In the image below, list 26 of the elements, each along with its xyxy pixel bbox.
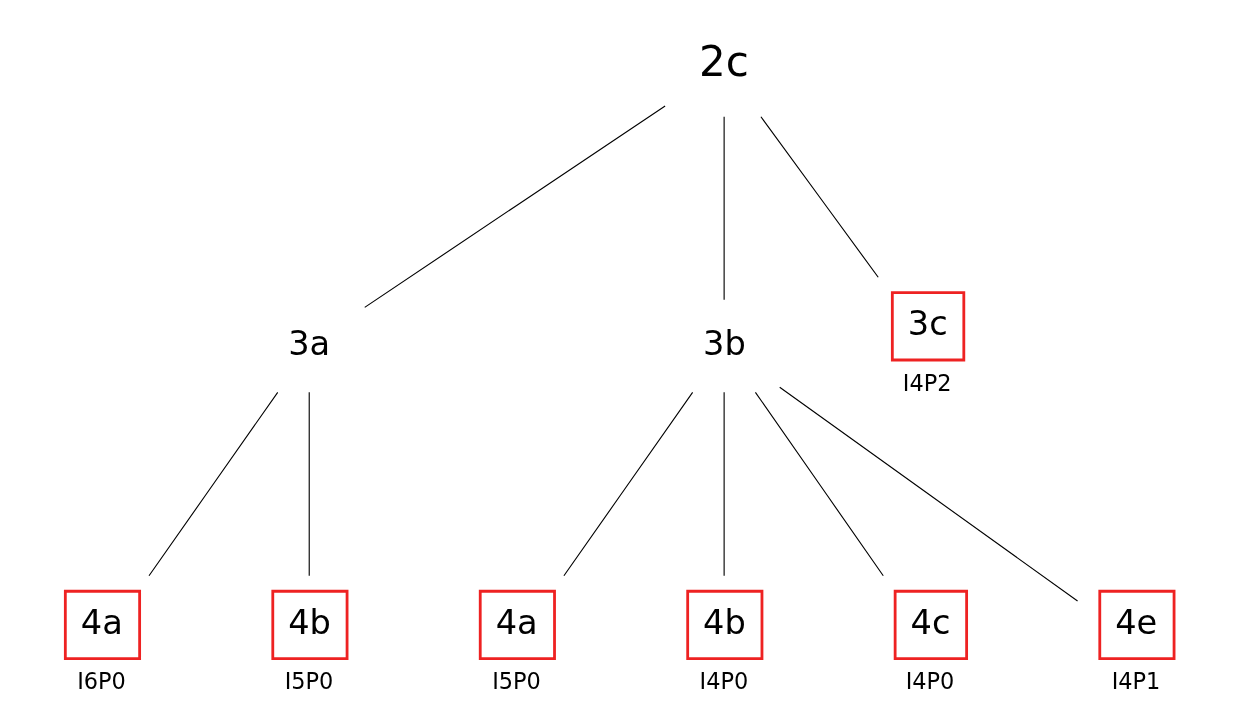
node-label: I4P1 <box>1111 668 1160 695</box>
node-text: 3a <box>287 323 330 363</box>
node-label: I4P0 <box>699 668 748 695</box>
node-box: 4b <box>685 589 763 660</box>
connector <box>147 391 278 577</box>
node-box: 4a <box>478 589 556 660</box>
node-label: I5P0 <box>491 668 541 695</box>
node-box: 4c <box>893 589 968 660</box>
connector <box>778 386 1078 602</box>
node-box: 4e <box>1097 589 1175 660</box>
connector <box>308 391 310 577</box>
node-label: I4P2 <box>902 369 951 396</box>
node-box: 3c <box>890 291 965 362</box>
node-text: 2c <box>698 37 749 87</box>
node-text: 3b <box>702 323 746 363</box>
node-box: 4b <box>270 589 348 660</box>
node-label: I6P0 <box>76 668 126 695</box>
node-box: 4a <box>63 589 141 660</box>
node-label: I5P0 <box>284 668 333 695</box>
connector <box>363 105 666 308</box>
connector <box>759 116 879 278</box>
node-label: I4P0 <box>905 668 954 695</box>
connector <box>723 116 725 301</box>
connector <box>754 391 884 577</box>
connector <box>723 391 725 577</box>
connector <box>562 391 693 577</box>
